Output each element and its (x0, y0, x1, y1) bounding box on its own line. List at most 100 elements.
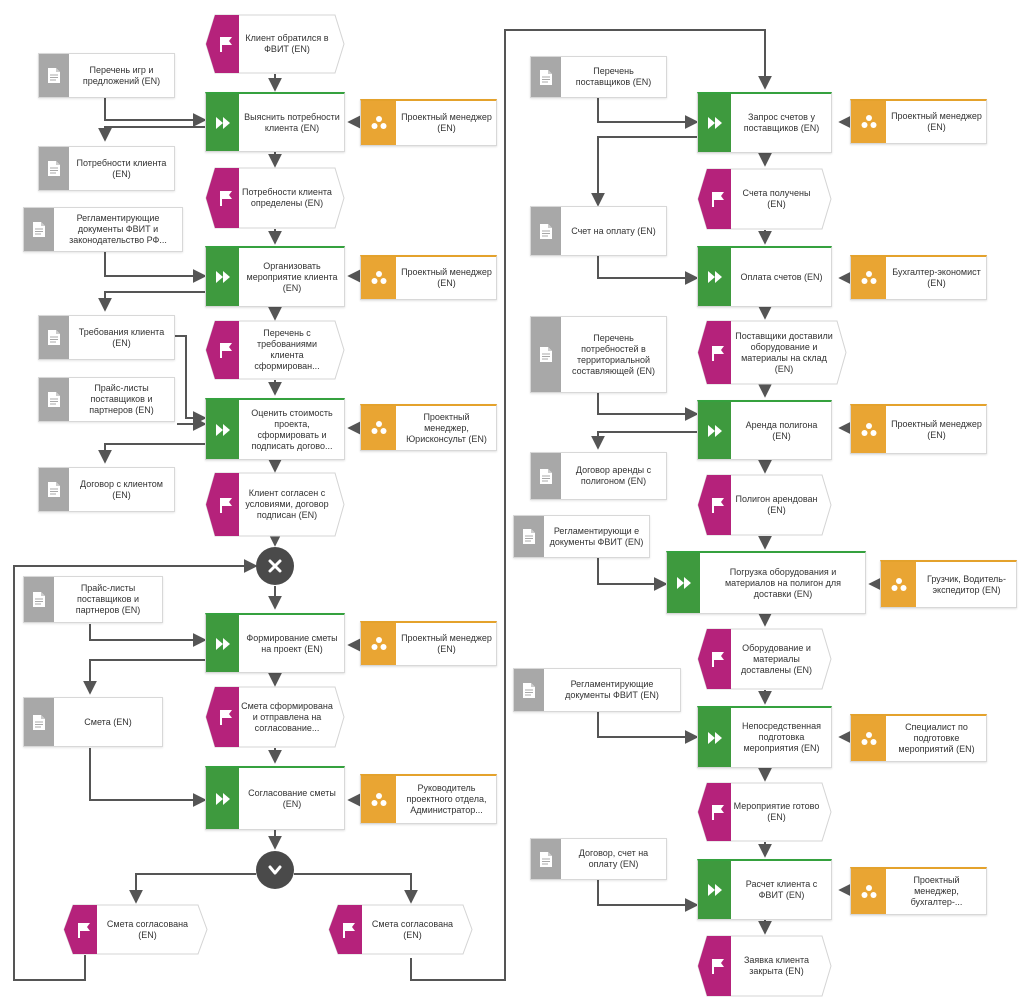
connector (104, 95, 207, 127)
node-label: Мероприятие готово (EN) (733, 801, 820, 822)
document-icon (24, 208, 54, 251)
document-box[interactable]: Перечень поставщиков (EN) (530, 56, 667, 98)
event-box[interactable]: Клиент согласен с условиями, договор под… (205, 472, 345, 537)
function-box[interactable]: Согласование сметы (EN) (205, 766, 345, 830)
event-box[interactable]: Перечень с требованиями клиента сформиро… (205, 320, 345, 380)
node-label: Договор аренды с полигоном (EN) (575, 465, 652, 486)
role-box[interactable]: Проектный менеджер, бухгалтер-... (850, 867, 987, 915)
document-box[interactable]: Регламентирующие документы ФВИТ и законо… (23, 207, 183, 252)
event-box[interactable]: Поставщики доставили оборудование и мате… (697, 320, 847, 385)
flag-icon (707, 782, 729, 842)
connector (83, 659, 205, 695)
document-box[interactable]: Договор, счет на оплату (EN) (530, 838, 667, 880)
connector (597, 880, 699, 912)
role-box[interactable]: Проектный менеджер (EN) (360, 255, 497, 300)
document-box[interactable]: Регламентирующие документы ФВИТ (EN) (513, 668, 681, 712)
document-box[interactable]: Договор с клиентом (EN) (38, 467, 175, 512)
role-box[interactable]: Руководитель проектного отдела, Админист… (360, 774, 497, 824)
role-box[interactable]: Проектный менеджер, Юрисконсульт (EN) (360, 404, 497, 451)
event-box[interactable]: Смета согласована (EN) (328, 904, 473, 955)
event-box[interactable]: Смета сформирована и отправлена на согла… (205, 686, 345, 748)
node-label: Договор, счет на оплату (EN) (578, 848, 649, 869)
role-box[interactable]: Проектный менеджер (EN) (360, 621, 497, 666)
function-box[interactable]: Запрос счетов у поставщиков (EN) (697, 92, 832, 153)
flag-icon (215, 320, 237, 380)
document-box[interactable]: Договор аренды с полигоном (EN) (530, 452, 667, 500)
function-box[interactable]: Формирование сметы на проект (EN) (205, 613, 345, 673)
node-label: Проектный менеджер (EN) (891, 111, 982, 132)
event-box[interactable]: Заявка клиента закрыта (EN) (697, 935, 832, 997)
function-box[interactable]: Оценить стоимость проекта, сформировать … (205, 398, 345, 460)
event-box[interactable]: Мероприятие готово (EN) (697, 782, 832, 842)
person-group-icon (851, 716, 886, 761)
node-label: Формирование сметы на проект (EN) (246, 632, 338, 654)
event-box[interactable]: Счета получены (EN) (697, 168, 832, 230)
role-box[interactable]: Проектный менеджер (EN) (850, 99, 987, 144)
node-label: Проектный менеджер (EN) (891, 418, 982, 440)
event-box[interactable]: Смета согласована (EN) (63, 904, 208, 955)
person-group-icon (361, 406, 396, 450)
document-box[interactable]: Счет на оплату (EN) (530, 206, 667, 256)
role-box[interactable]: Проектный менеджер (EN) (850, 404, 987, 454)
function-box[interactable]: Аренда полигона (EN) (697, 400, 832, 460)
node-label: Смета согласована (EN) (371, 918, 454, 940)
node-label: Смета согласована (EN) (106, 918, 189, 940)
person-group-icon (851, 869, 886, 914)
document-box[interactable]: Требования клиента (EN) (38, 315, 175, 360)
document-box[interactable]: Регламентирующи е документы ФВИТ (EN) (513, 515, 650, 558)
node-label: Выяснить потребности клиента (EN) (244, 111, 340, 133)
document-icon (39, 468, 69, 511)
document-box[interactable]: Перечень потребностей в территориальной … (530, 316, 667, 393)
node-label: Запрос счетов у поставщиков (EN) (743, 112, 820, 133)
event-box[interactable]: Потребности клиента определены (EN) (205, 167, 345, 229)
flag-icon (215, 472, 237, 537)
document-icon (531, 453, 561, 499)
connector (98, 443, 205, 464)
document-icon (39, 54, 69, 97)
function-box[interactable]: Оплата счетов (EN) (697, 246, 832, 307)
node-label: Прайс-листы поставщиков и партнеров (EN) (75, 583, 141, 615)
node-label: Счета получены (EN) (742, 188, 811, 209)
fast-forward-icon (698, 94, 731, 152)
document-box[interactable]: Перечень игр и предложений (EN) (38, 53, 175, 98)
connector (98, 126, 205, 142)
event-box[interactable]: Полигон арендован (EN) (697, 474, 832, 536)
fast-forward-icon (698, 248, 731, 306)
function-box[interactable]: Непосредственная подготовка мероприятия … (697, 706, 832, 768)
node-label: Специалист по подготовке мероприятий (EN… (898, 722, 975, 754)
person-group-icon (361, 257, 396, 299)
merge-gateway[interactable] (256, 851, 294, 889)
node-label: Проектный менеджер, Юрисконсульт (EN) (406, 411, 487, 444)
node-label: Клиент согласен с условиями, договор под… (245, 488, 329, 520)
document-box[interactable]: Прайс-листы поставщиков и партнеров (EN) (38, 377, 175, 422)
role-box[interactable]: Бухгалтер-экономист (EN) (850, 255, 987, 300)
connector (591, 431, 697, 450)
xor-gateway[interactable] (256, 547, 294, 585)
function-box[interactable]: Выяснить потребности клиента (EN) (205, 92, 345, 152)
event-shape (205, 14, 345, 74)
node-label: Требования клиента (EN) (78, 326, 165, 348)
node-label: Смета сформирована и отправлена на согла… (241, 700, 333, 733)
role-box[interactable]: Проектный менеджер (EN) (360, 99, 497, 146)
fast-forward-icon (698, 861, 731, 919)
role-box[interactable]: Грузчик, Водитель-экспедитор (EN) (880, 560, 1017, 608)
document-box[interactable]: Смета (EN) (23, 697, 163, 747)
event-box[interactable]: Оборудование и материалы доставлены (EN) (697, 628, 832, 690)
document-icon (39, 147, 69, 190)
function-box[interactable]: Организовать мероприятие клиента (EN) (205, 246, 345, 307)
node-label: Перечень потребностей в территориальной … (572, 332, 655, 376)
document-box[interactable]: Потребности клиента (EN) (38, 146, 175, 191)
connector (597, 712, 699, 744)
function-box[interactable]: Погрузка оборудования и материалов на по… (666, 551, 866, 614)
role-box[interactable]: Специалист по подготовке мероприятий (EN… (850, 714, 987, 762)
document-box[interactable]: Прайс-листы поставщиков и партнеров (EN) (23, 576, 163, 623)
node-label: Заявка клиента закрыта (EN) (743, 955, 810, 976)
event-box[interactable]: Клиент обратился в ФВИТ (EN) (205, 14, 345, 74)
connector (98, 291, 205, 312)
node-label: Оплата счетов (EN) (740, 271, 823, 282)
function-box[interactable]: Расчет клиента с ФВИТ (EN) (697, 859, 832, 920)
document-icon (514, 516, 544, 557)
node-label: Погрузка оборудования и материалов на по… (724, 566, 842, 599)
flag-icon (707, 628, 729, 690)
node-label: Проектный менеджер (EN) (401, 112, 492, 133)
